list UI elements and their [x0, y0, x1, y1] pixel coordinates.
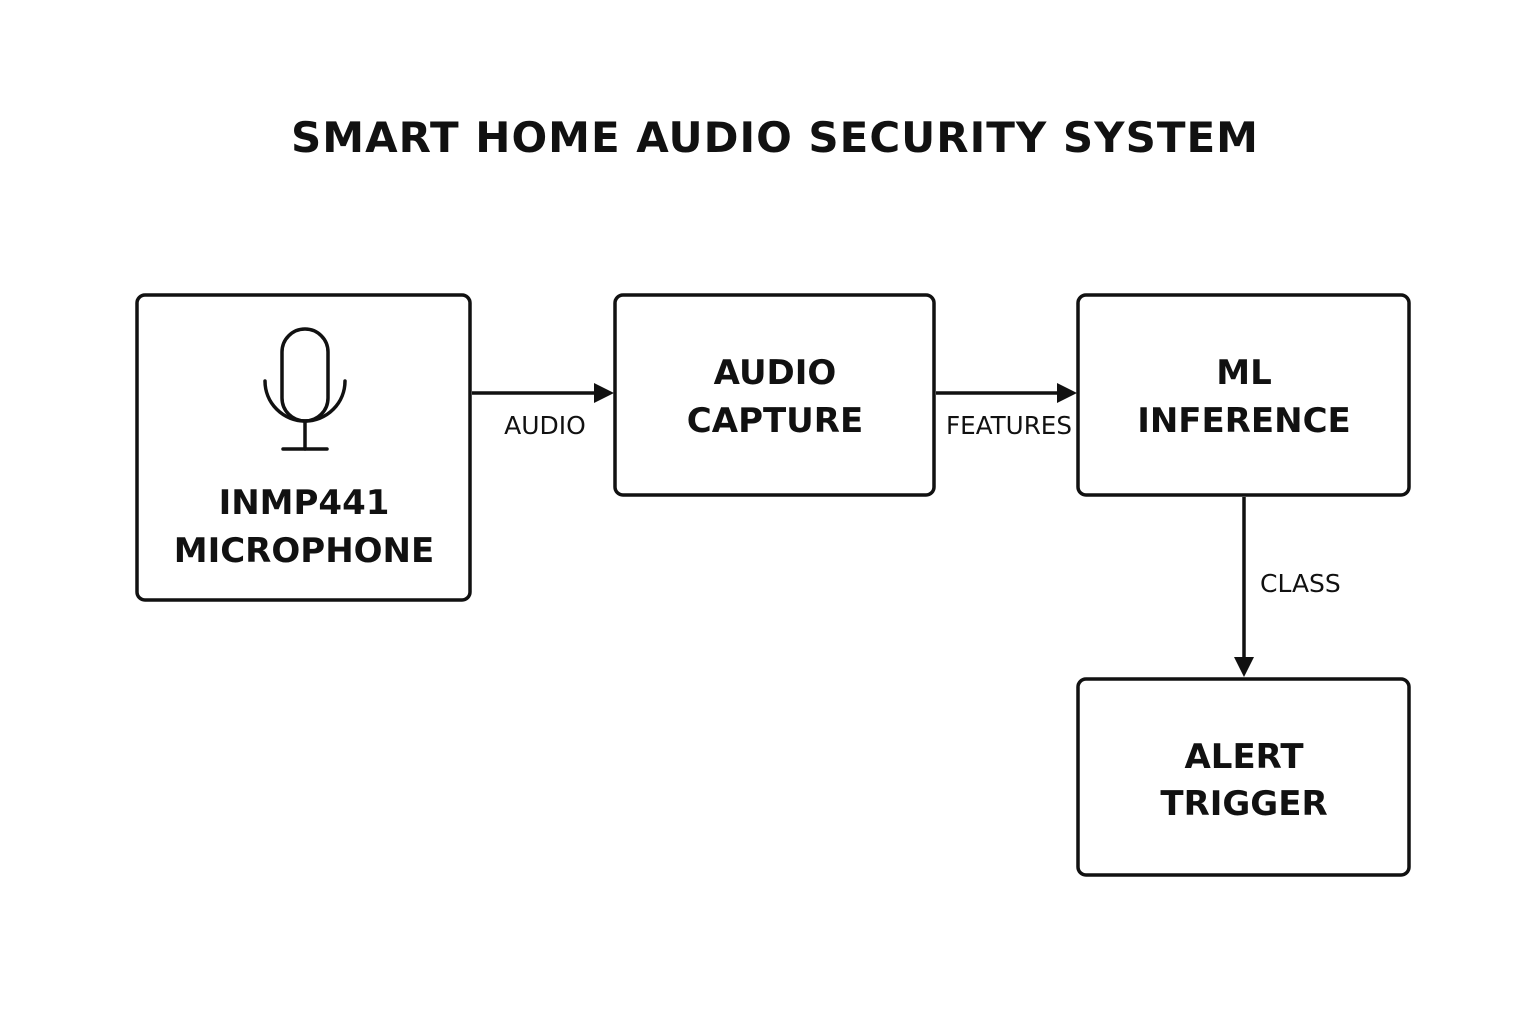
- edge-ml-inference-to-alert-trigger: CLASS: [1234, 497, 1341, 677]
- edge-label-features: FEATURES: [946, 411, 1072, 440]
- node-ml-inference-label-line-1: ML: [1216, 353, 1272, 393]
- edge-label-class: CLASS: [1260, 569, 1341, 598]
- edge-microphone-to-audio-capture: AUDIO: [472, 383, 614, 440]
- node-microphone-label-line-2: MICROPHONE: [174, 531, 434, 571]
- arrowhead-icon: [1057, 383, 1077, 403]
- node-ml-inference: ML INFERENCE: [1076, 293, 1411, 497]
- node-alert-trigger-label-line-2: TRIGGER: [1160, 784, 1327, 824]
- node-microphone: INMP441 MICROPHONE: [135, 293, 472, 602]
- edge-audio-capture-to-ml-inference: FEATURES: [936, 383, 1077, 440]
- diagram-title: SMART HOME AUDIO SECURITY SYSTEM: [291, 113, 1259, 162]
- arrowhead-icon: [594, 383, 614, 403]
- node-audio-capture-label-line-1: AUDIO: [714, 353, 837, 393]
- node-audio-capture: AUDIO CAPTURE: [613, 293, 936, 497]
- node-alert-trigger: ALERT TRIGGER: [1076, 677, 1411, 877]
- node-ml-inference-label-line-2: INFERENCE: [1137, 401, 1351, 441]
- edge-label-audio: AUDIO: [504, 411, 586, 440]
- node-audio-capture-label-line-2: CAPTURE: [687, 401, 863, 441]
- microphone-icon: [263, 327, 347, 451]
- node-alert-trigger-label-line-1: ALERT: [1184, 737, 1304, 777]
- node-microphone-label-line-1: INMP441: [219, 483, 390, 523]
- arrowhead-icon: [1234, 657, 1254, 677]
